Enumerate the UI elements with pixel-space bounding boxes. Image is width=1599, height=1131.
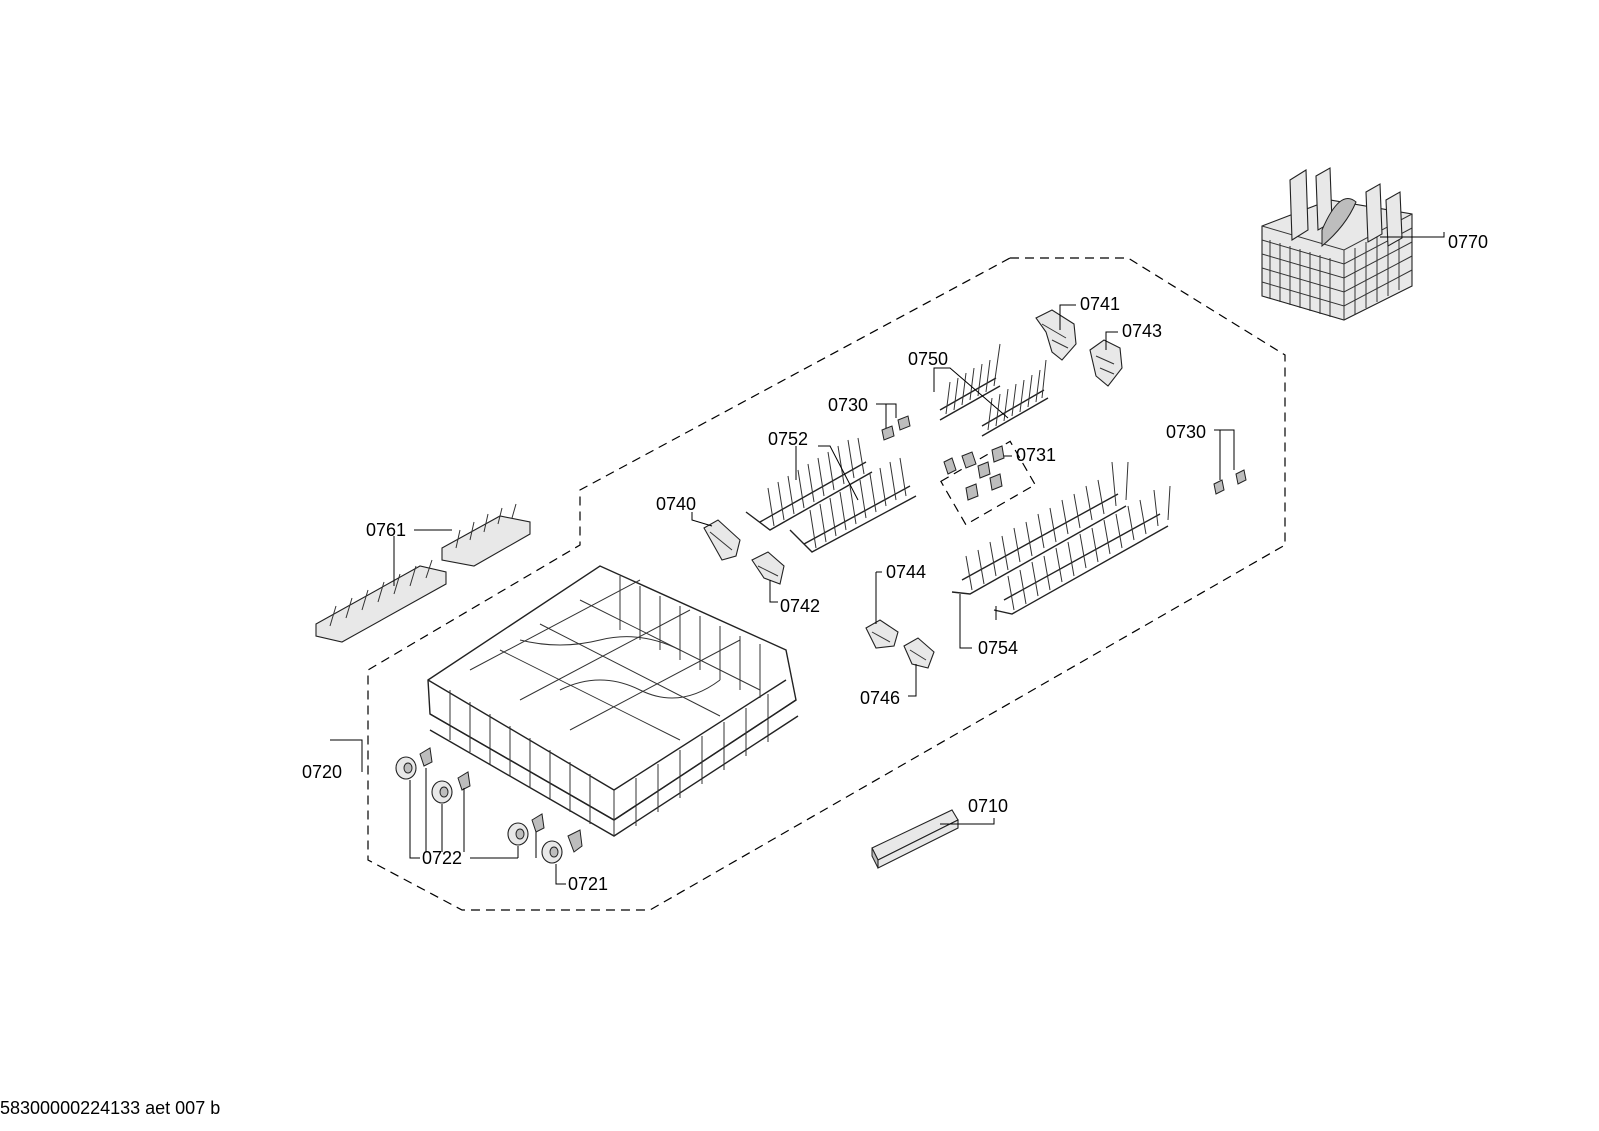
leader-0741	[1059, 304, 1076, 330]
leader-0744	[875, 571, 882, 624]
leader-0720	[330, 739, 363, 772]
tine-rack-0754[interactable]	[951, 461, 1171, 615]
basket-wheel-0721[interactable]	[541, 829, 583, 864]
label-0770: 0770	[1448, 232, 1488, 252]
rack-bracket-0743[interactable]	[1089, 339, 1123, 387]
label-0740: 0740	[656, 494, 696, 514]
leader-0752	[795, 445, 859, 501]
rack-bracket-0746[interactable]	[903, 637, 935, 669]
label-0730-right: 0730	[1166, 422, 1206, 442]
cutlery-basket[interactable]	[1261, 167, 1413, 321]
rack-bracket-0740[interactable]	[703, 519, 741, 561]
leader-0710	[940, 818, 995, 825]
leader-0742	[769, 580, 778, 603]
label-0741: 0741	[1080, 294, 1120, 314]
label-0742: 0742	[780, 596, 820, 616]
label-0730-left: 0730	[828, 395, 868, 415]
leader-0743	[1105, 331, 1118, 350]
leader-0754	[959, 594, 997, 649]
label-0754: 0754	[978, 638, 1018, 658]
tine-rack-0752[interactable]	[745, 437, 917, 553]
label-0761: 0761	[366, 520, 406, 540]
clip-group-outline	[940, 440, 1036, 526]
label-0720: 0720	[302, 762, 342, 782]
folding-rack-0761[interactable]	[315, 503, 531, 643]
clip-set-0731[interactable]	[943, 445, 1005, 501]
handle-bar-0710[interactable]	[871, 809, 959, 869]
leader-0740	[691, 512, 713, 527]
document-code: 58300000224133 aet 007 b	[0, 1098, 221, 1118]
label-0731: 0731	[1016, 445, 1056, 465]
leader-0721	[555, 864, 566, 885]
leader-0730-left	[876, 403, 897, 428]
label-0746: 0746	[860, 688, 900, 708]
lower-basket[interactable]	[427, 565, 799, 837]
label-0752: 0752	[768, 429, 808, 449]
clip-0730-right[interactable]	[1213, 469, 1247, 495]
leader-0770	[1380, 232, 1445, 238]
rack-bracket-0744[interactable]	[865, 619, 899, 649]
tine-rack-0750[interactable]	[939, 343, 1049, 437]
rack-bracket-0742[interactable]	[751, 551, 785, 585]
clip-0730-left[interactable]	[881, 415, 911, 441]
assembly-group-outline	[367, 257, 1286, 911]
label-0750: 0750	[908, 349, 948, 369]
leader-0730-right	[1214, 429, 1235, 480]
leader-0746	[908, 664, 917, 697]
leader-0722	[409, 768, 537, 859]
label-0743: 0743	[1122, 321, 1162, 341]
rack-bracket-0741[interactable]	[1035, 309, 1077, 361]
leader-0750	[933, 367, 1009, 419]
label-0710: 0710	[968, 796, 1008, 816]
label-0722: 0722	[422, 848, 462, 868]
label-0744: 0744	[886, 562, 926, 582]
label-0721: 0721	[568, 874, 608, 894]
basket-wheel-set-0722[interactable]	[395, 747, 545, 846]
leader-0761	[393, 529, 452, 586]
